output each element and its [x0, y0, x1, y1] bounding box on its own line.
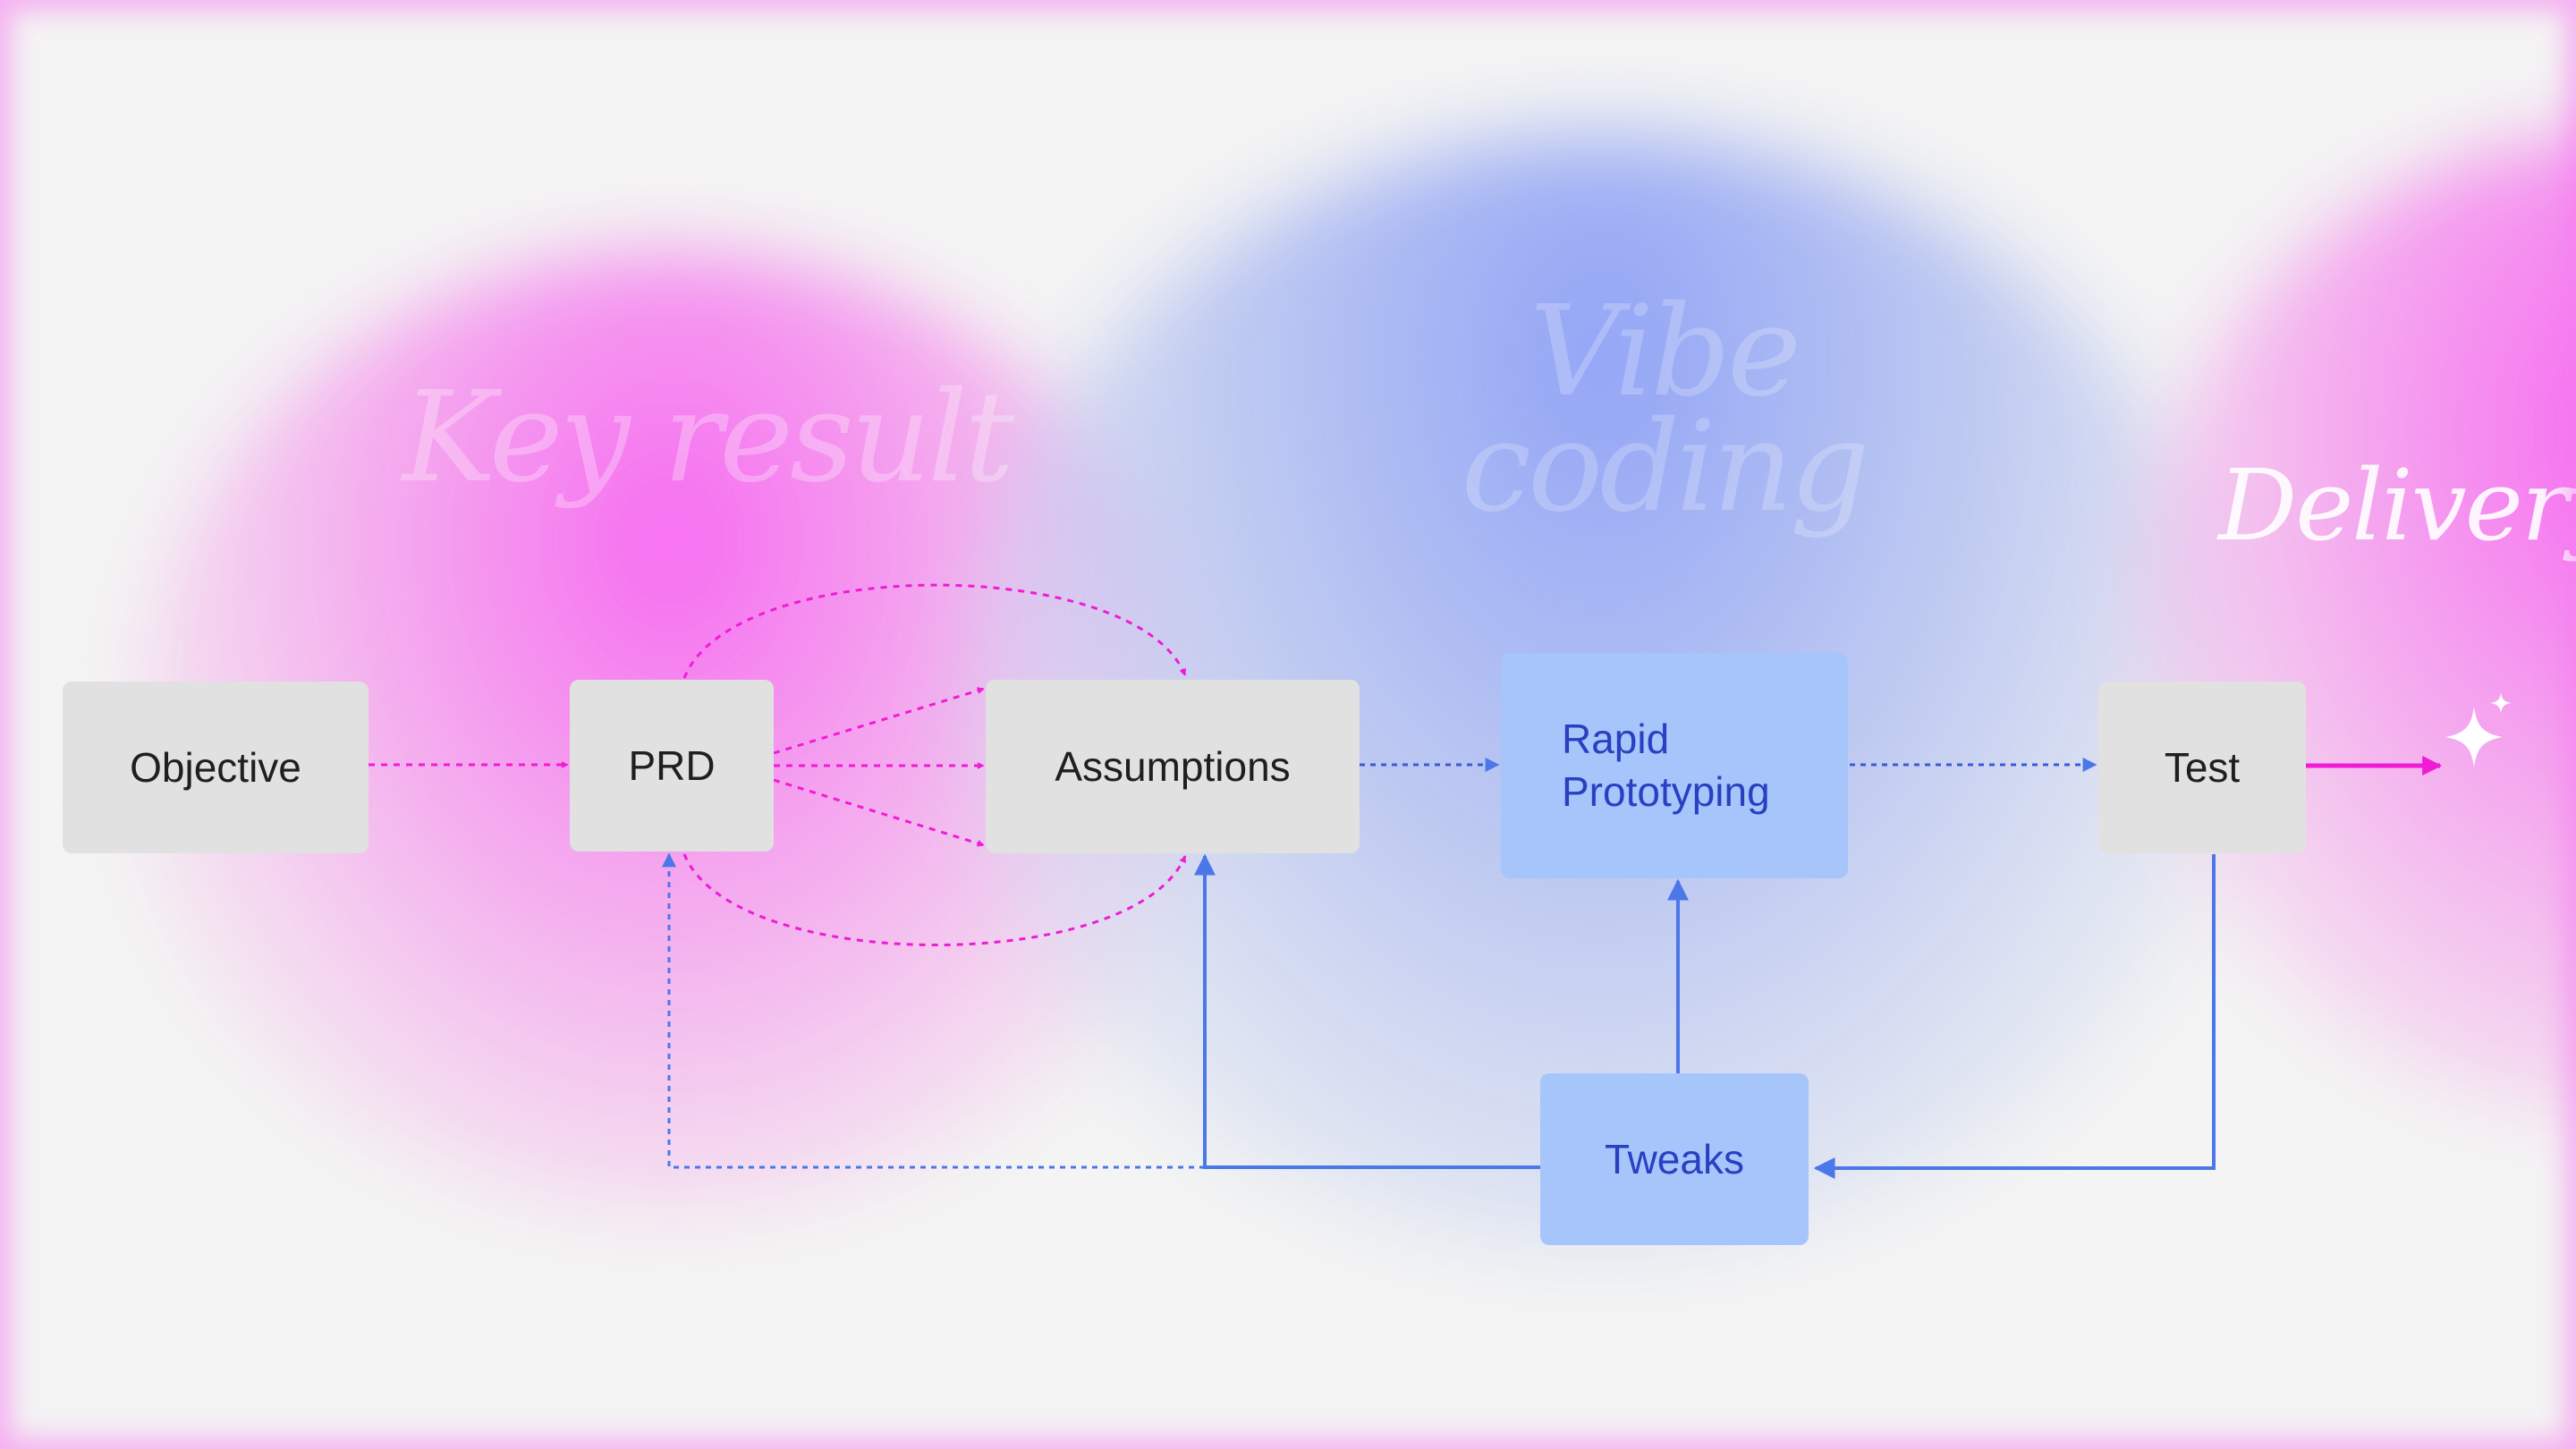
edge-prd-assumptions-upper [773, 687, 985, 755]
node-objective[interactable]: Objective [63, 682, 369, 853]
edge-tweaks-assumptions [1194, 853, 1540, 1169]
sparkle-icon [2445, 692, 2512, 767]
edge-prd-assumptions-lower [773, 778, 985, 847]
node-prd-label: PRD [628, 742, 716, 789]
edge-tweaks-prd [662, 852, 1205, 1169]
edge-loop-bottom [682, 853, 1187, 946]
node-objective-label: Objective [130, 744, 301, 791]
edge-test-tweaks [1813, 854, 2216, 1179]
node-assumptions-label: Assumptions [1055, 743, 1291, 790]
node-tweaks[interactable]: Tweaks [1540, 1073, 1809, 1245]
edge-loop-top [682, 583, 1187, 679]
node-assumptions[interactable]: Assumptions [986, 680, 1360, 853]
phase-title-delivery: Delivery [2218, 448, 2576, 563]
phase-title-key-result: Key result [402, 365, 1014, 511]
phase-title-vibe-coding: Vibe coding [1461, 279, 1870, 540]
node-test-label: Test [2164, 744, 2241, 791]
node-prd[interactable]: PRD [570, 680, 774, 852]
node-rapid-prototyping-label: Rapid Prototyping [1562, 716, 1770, 815]
node-test[interactable]: Test [2098, 682, 2306, 853]
node-rapid-prototyping[interactable]: Rapid Prototyping [1501, 653, 1848, 878]
node-tweaks-label: Tweaks [1605, 1136, 1744, 1182]
